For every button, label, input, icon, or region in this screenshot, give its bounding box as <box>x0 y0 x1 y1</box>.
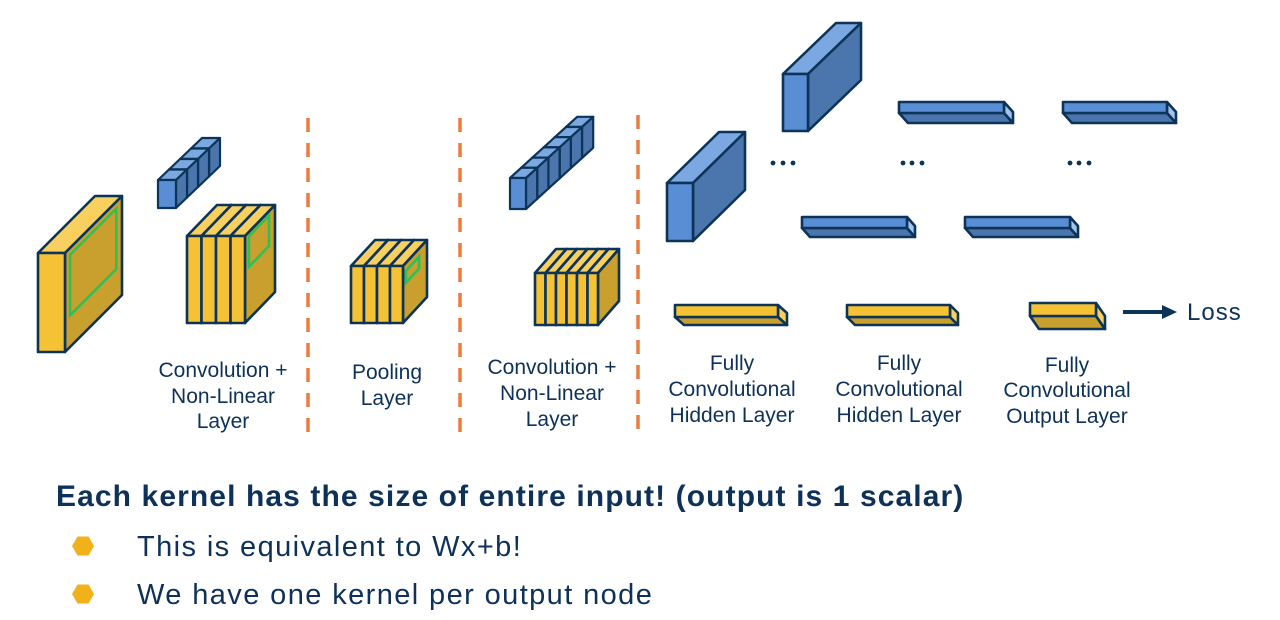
caption: Each kernel has the size of entire input… <box>56 480 964 611</box>
receptive-field-outline <box>247 212 271 271</box>
fc-out-kernel-a-front-face <box>963 215 1072 230</box>
fc2-kernel-a-bottom-face <box>800 226 917 239</box>
conv2-feature-slice-front-face <box>533 271 547 327</box>
pool-slice-front-face <box>349 264 366 325</box>
fc2-kernel-b <box>897 100 1015 125</box>
conv1-label-line: Convolution + <box>158 359 287 382</box>
ellipsis-dot <box>1076 160 1082 166</box>
ellipsis-dot <box>909 160 915 166</box>
fc2-label-line: Fully <box>877 352 922 375</box>
pool-label-line: Layer <box>361 387 414 410</box>
conv1-kernel-cube-front-face <box>156 178 178 210</box>
bullet-item: We have one kernel per output node <box>72 579 653 611</box>
ellipsis-icon <box>1067 160 1092 166</box>
fc1-output <box>673 303 789 327</box>
fc1-label-line: Fully <box>710 352 755 375</box>
conv2-feature-slice-front-face <box>565 271 579 327</box>
bullet-item: This is equivalent to Wx+b! <box>72 531 522 563</box>
bullet-text: We have one kernel per output node <box>137 579 653 611</box>
pool-slice-front-face <box>388 264 405 325</box>
arrow-head <box>1162 305 1177 319</box>
pool-slice-front-face <box>362 264 379 325</box>
conv2-label-line: Non-Linear <box>500 382 604 405</box>
ellipsis-icon <box>770 160 796 166</box>
pool-label-line: Pooling <box>352 361 422 384</box>
fc2-kernel-b-front-face <box>897 100 1006 115</box>
conv1-feature-slice-front-face <box>229 234 247 325</box>
fc2-kernel-a <box>800 215 917 239</box>
arrow-right-icon <box>1123 305 1177 319</box>
caption-heading: Each kernel has the size of entire input… <box>56 480 964 513</box>
conv1-feature-slice-front-face <box>214 234 232 325</box>
input-volume <box>36 194 124 354</box>
conv2-kernel-cube-front-face <box>508 176 528 211</box>
conv2-label-line: Convolution + <box>487 356 616 379</box>
conv2-label: Convolution + Non-Linear Layer <box>487 356 616 431</box>
conv1-feature-slice-front-face <box>185 234 203 325</box>
conv2-feature-map <box>533 247 621 327</box>
fc-out-kernel-a-bottom-face <box>963 226 1080 239</box>
conv2-feature-slice-front-face <box>575 271 589 327</box>
ellipsis-dot <box>900 160 906 166</box>
conv1-label-line: Layer <box>197 410 250 433</box>
fc2-label: Fully Convolutional Hidden Layer <box>835 352 962 427</box>
fc2-output-front-face <box>845 303 952 319</box>
fc-output-label: Fully Convolutional Output Layer <box>1003 354 1130 428</box>
fc1-kernel-b-front-face <box>781 72 810 133</box>
hexagon-bullet-icon <box>72 536 94 556</box>
ellipsis-dot <box>1067 160 1073 166</box>
conv2-feature-slice-front-face <box>544 271 558 327</box>
pool-slice-front-face <box>375 264 392 325</box>
ellipsis-dot <box>780 160 786 166</box>
fc2-kernel-a-front-face <box>800 215 909 230</box>
conv2-label-line: Layer <box>526 408 579 431</box>
input-front-face <box>36 251 67 354</box>
fc1-label: Fully Convolutional Hidden Layer <box>668 352 795 427</box>
fc1-kernel-b <box>781 21 863 133</box>
fc-output-label-line: Fully <box>1045 354 1090 377</box>
conv1-feature-map <box>185 203 277 325</box>
loss-label: Loss <box>1187 299 1242 326</box>
diagram-shapes <box>36 21 1178 354</box>
fc-out-kernel-b-bottom-face <box>1061 111 1178 125</box>
conv2-feature-slice-front-face <box>586 271 600 327</box>
fc-output-bottom-face <box>1028 314 1107 331</box>
bullet-text: This is equivalent to Wx+b! <box>137 531 522 563</box>
conv1-label: Convolution + Non-Linear Layer <box>158 359 287 433</box>
conv1-feature-slice-front-face <box>200 234 218 325</box>
ellipsis-dot <box>919 160 925 166</box>
fc-output <box>1028 301 1107 331</box>
fc-output-front-face <box>1028 301 1098 318</box>
receptive-field-outline <box>68 205 118 319</box>
ellipsis-dot <box>1086 160 1092 166</box>
pool-label: Pooling Layer <box>352 361 422 410</box>
conv2-feature-slice-front-face <box>554 271 568 327</box>
conv2-kernel <box>508 115 595 211</box>
pooling-output <box>349 238 429 325</box>
ellipsis-dot <box>790 160 796 166</box>
ellipsis-icon <box>900 160 925 166</box>
fc-out-kernel-b-front-face <box>1061 100 1169 115</box>
receptive-field-outline <box>404 253 421 287</box>
fc2-label-line: Convolutional <box>835 378 962 401</box>
fc1-kernel-a <box>665 130 747 243</box>
fc1-output-front-face <box>673 303 780 319</box>
layer-separators <box>306 115 640 437</box>
fc1-label-line: Hidden Layer <box>670 404 795 427</box>
fc-out-kernel-a <box>963 215 1080 239</box>
fc1-label-line: Convolutional <box>668 378 795 401</box>
fc-out-kernel-b <box>1061 100 1178 125</box>
fc-output-label-line: Convolutional <box>1003 379 1130 402</box>
ellipsis-dot <box>770 160 776 166</box>
fc2-label-line: Hidden Layer <box>837 404 962 427</box>
fc2-output <box>845 303 960 327</box>
fc1-kernel-a-front-face <box>665 181 695 243</box>
layer-labels: Convolution + Non-Linear Layer Pooling L… <box>158 352 1130 433</box>
conv1-kernel <box>156 136 222 210</box>
hexagon-bullet-icon <box>72 584 94 604</box>
loss-output: Loss <box>1123 299 1242 326</box>
fc2-kernel-b-bottom-face <box>897 111 1015 125</box>
fc-output-label-line: Output Layer <box>1006 405 1127 428</box>
conv1-label-line: Non-Linear <box>171 385 275 408</box>
